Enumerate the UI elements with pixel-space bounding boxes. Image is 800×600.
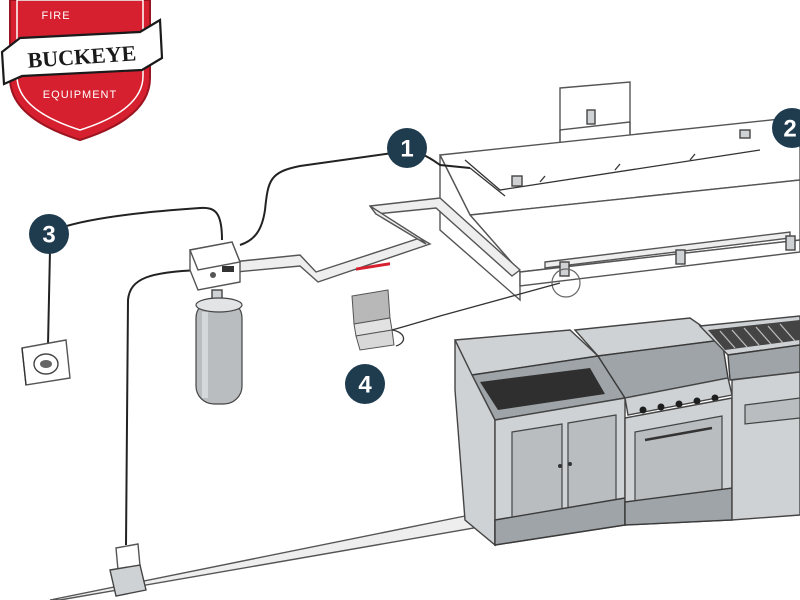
range-unit: [573, 317, 733, 526]
callout-3: 3: [29, 214, 69, 254]
callout-2-number: 2: [783, 116, 796, 143]
range-knobs: [639, 394, 719, 414]
exhaust-hood: [438, 81, 800, 302]
hood-lip: [519, 239, 800, 287]
fusible-link-marker: [551, 268, 581, 298]
control-head: [189, 241, 241, 291]
callout-4-number: 4: [358, 372, 372, 399]
agent-distribution-pipe: [231, 197, 522, 283]
heat-detector: [351, 262, 405, 351]
charbroiler-unit: [698, 315, 800, 521]
fryer-unit: [453, 329, 627, 547]
gas-valve-cable: [125, 269, 201, 546]
callout-3-number: 3: [42, 222, 55, 249]
hood-nozzles: [511, 109, 751, 187]
detection-line: [239, 150, 471, 246]
logo-banner: [0, 18, 164, 86]
logo-top-text: FIRE: [41, 10, 70, 22]
manual-pull-station: [21, 339, 71, 386]
callout-4: 4: [345, 364, 385, 404]
logo-bottom-text: EQUIPMENT: [43, 89, 117, 101]
buckeye-logo: FIRE BUCKEYE EQUIPMENT: [0, 0, 164, 142]
logo-shield-inner: [16, 0, 144, 131]
cooking-line: [453, 315, 800, 547]
gas-valve: [109, 543, 147, 597]
hood-internal-pipe: [464, 149, 761, 191]
callout-2: 2: [772, 108, 800, 148]
agent-tank: [195, 289, 243, 405]
detector-link-line: [391, 282, 561, 331]
callout-1-number: 1: [400, 136, 413, 163]
callout-1: 1: [387, 128, 427, 168]
